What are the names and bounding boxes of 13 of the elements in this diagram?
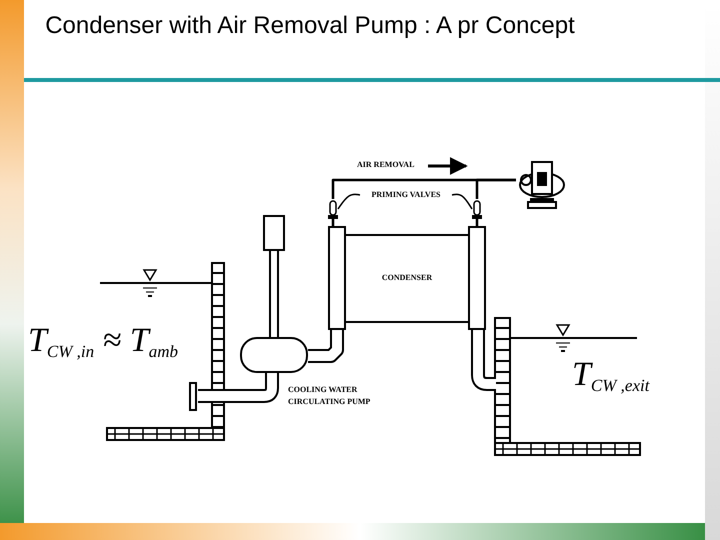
formula: T$_{CW ,in}$ ≈ T$_{amb}$ — [28, 322, 178, 362]
callout-text: PRIMING VALVES — [370, 189, 442, 201]
component-caption: COOLING WATER CIRCULATING PUMP — [288, 384, 372, 408]
leader-line — [337, 194, 360, 210]
pipe-line — [476, 219, 478, 226]
title: Condenser with Air Removal Pump : A pr Concept — [44, 11, 576, 41]
pipe — [308, 330, 344, 363]
pipe-line — [476, 178, 516, 199]
formula: T$_{CW ,exit}$ — [572, 356, 650, 396]
pipe-line — [332, 219, 334, 226]
flow-label: AIR REMOVAL — [357, 160, 414, 169]
component-label: CONDENSER — [380, 272, 434, 284]
leader-line — [452, 194, 473, 210]
